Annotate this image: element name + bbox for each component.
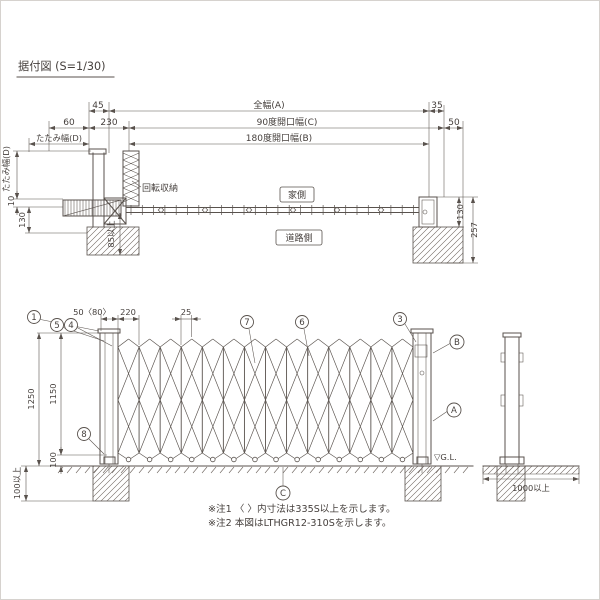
side-post-base	[499, 456, 525, 465]
svg-text:5: 5	[54, 321, 59, 331]
dim-50-80: 50〈80〉	[73, 307, 111, 317]
rotated-storage-accordion	[122, 150, 140, 207]
callout-leaders	[40, 319, 451, 455]
left-post	[99, 332, 119, 465]
callout-7: 7	[240, 315, 254, 329]
callout-6: 6	[295, 315, 309, 329]
dim-100-min: 100以上	[12, 467, 22, 499]
side-structure	[482, 332, 580, 475]
left-post-base	[103, 456, 116, 465]
svg-text:4: 4	[68, 321, 73, 331]
dim-100: 100	[48, 452, 58, 468]
drawing-title-block: 据付図 (S=1/30)	[16, 59, 115, 78]
left-foundation	[92, 465, 130, 502]
dim-45: 45	[92, 101, 103, 111]
dim-1250: 1250	[26, 388, 36, 409]
caster-wheels	[125, 456, 406, 463]
dim-230: 230	[100, 118, 117, 128]
svg-text:8: 8	[81, 430, 86, 440]
accordion-lattice	[117, 338, 414, 461]
side-post-cap	[502, 332, 522, 338]
side-post	[504, 336, 520, 465]
house-side-box	[279, 186, 315, 203]
dim-35: 35	[431, 101, 442, 111]
svg-text:B: B	[454, 338, 460, 348]
accordion-verticals	[117, 347, 414, 453]
right-post-plan	[418, 196, 438, 228]
gate-plan-ticks	[130, 205, 414, 215]
dim-1000-min: 1000以上	[512, 483, 550, 493]
folded-gate-hatch	[64, 200, 120, 216]
dim-130-right: 130	[455, 204, 465, 220]
svg-text:A: A	[451, 406, 457, 416]
plan-structure	[62, 148, 438, 228]
dim-85-min: 85以上	[106, 220, 116, 247]
side-foundation	[496, 465, 526, 502]
dim-25: 25	[181, 307, 192, 317]
latch-box	[414, 344, 428, 358]
folded-gate-bundle	[62, 199, 122, 217]
note-2: ※注2 本図はLTHGR12-310Sを示します。	[208, 517, 391, 529]
dim-fold-width-d: たたみ幅(D)	[36, 133, 82, 143]
gate-plan-joints	[157, 206, 385, 214]
dim-fold-width-d-vert: たたみ幅(D)	[1, 146, 11, 192]
right-post-base	[416, 456, 429, 465]
wall-cap	[88, 148, 107, 155]
label-road-side: 道路側	[285, 232, 312, 244]
label-ground-level: ▽G.L.	[434, 452, 457, 462]
note-1: ※注1 〈 〉内寸法は335S以上を示します。	[208, 503, 396, 515]
callout-4: 4	[64, 318, 78, 332]
right-post-cap	[410, 328, 434, 334]
callout-8: 8	[77, 427, 91, 441]
plan-view: 45 全幅(A) 35 60 230 90度開口幅(C) 50 たたみ幅(D) …	[1, 99, 479, 264]
road-side-box	[275, 229, 323, 246]
callout-3: 3	[393, 312, 407, 326]
svg-text:6: 6	[299, 318, 304, 328]
callout-1: 1	[27, 310, 41, 324]
plan-extension-lines	[13, 102, 478, 264]
side-ground-band	[482, 465, 580, 475]
dim-1150: 1150	[48, 383, 58, 404]
left-foundation-plan	[86, 226, 140, 256]
notes: ※注1 〈 〉内寸法は335S以上を示します。 ※注2 本図はLTHGR12-3…	[208, 503, 396, 529]
callout-5: 5	[50, 318, 64, 332]
dim-257: 257	[469, 222, 479, 238]
callout-A: A	[446, 402, 462, 418]
svg-text:3: 3	[397, 315, 402, 325]
dim-220: 220	[120, 307, 136, 317]
dim-total-width-a: 全幅(A)	[253, 99, 284, 111]
storage-leader	[131, 180, 142, 188]
svg-text:1: 1	[31, 313, 36, 323]
elevation-view: 1 5 4 7 6 3 B A 8 C 50〈80〉 220 25 1250 1…	[12, 307, 580, 502]
elev-structure	[55, 328, 474, 474]
dim-50: 50	[448, 118, 460, 128]
dim-opening-90-c: 90度開口幅(C)	[257, 116, 318, 128]
right-foundation-plan	[412, 226, 464, 264]
label-house-side: 家側	[288, 189, 306, 201]
callout-C: C	[275, 485, 291, 501]
callout-B: B	[449, 334, 465, 350]
left-post-cap	[97, 328, 121, 334]
lock-detail	[419, 370, 425, 376]
right-foundation	[404, 465, 442, 502]
side-view: 1000以上	[482, 332, 580, 502]
dim-130-left: 130	[17, 212, 27, 228]
plan-dimension-lines	[14, 108, 476, 263]
latch-detail	[422, 209, 428, 215]
label-rotate-storage: 回転収納	[142, 182, 178, 194]
dim-10: 10	[6, 196, 16, 207]
dim-opening-180-b: 180度開口幅(B)	[246, 132, 312, 144]
svg-text:C: C	[280, 489, 286, 499]
svg-text:7: 7	[244, 318, 249, 328]
page-title: 据付図 (S=1/30)	[18, 59, 105, 73]
right-post	[412, 332, 432, 465]
dim-60: 60	[63, 118, 75, 128]
